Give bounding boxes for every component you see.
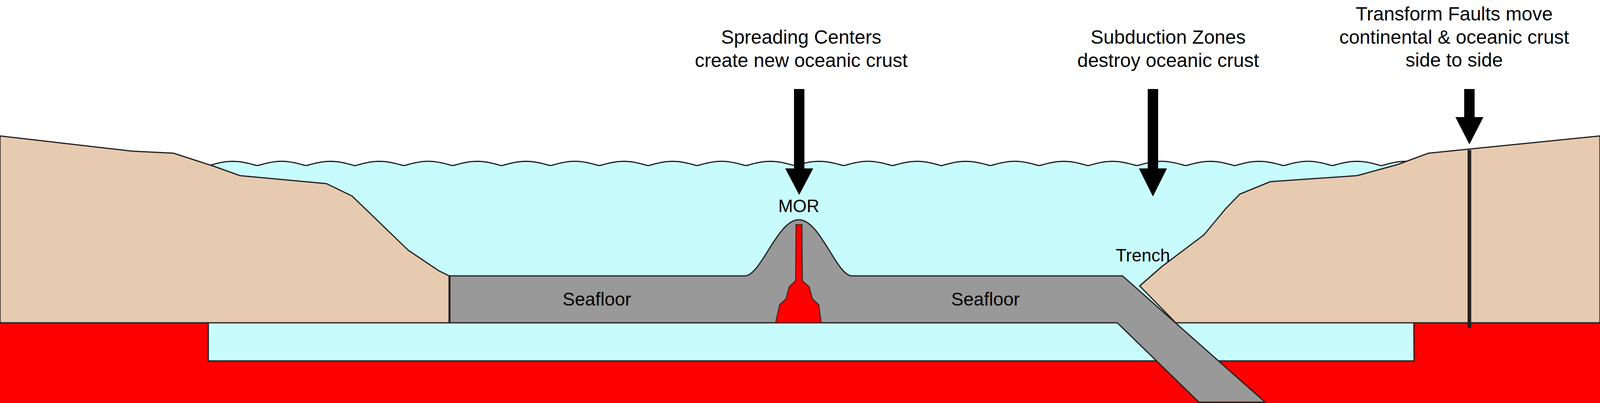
left-continent [0, 135, 450, 323]
transform-fault [1467, 149, 1472, 328]
callout-heading: Spreading Centers create new oceanic cru… [693, 25, 909, 72]
feature-label: Trench [1115, 244, 1170, 266]
magma-upwelling [775, 224, 822, 323]
pointer-arrow [785, 88, 814, 195]
right-continent [1139, 135, 1600, 323]
feature-label: MOR [778, 195, 820, 217]
slab-label: Seafloor [951, 288, 1020, 310]
oceanic-crust [449, 219, 1266, 402]
callout-heading: Transform Faults move continental & ocea… [1335, 2, 1574, 72]
pointer-arrows [785, 88, 1484, 197]
crust-slab: Seafloor [452, 277, 742, 321]
crust-slab: Seafloor [857, 277, 1114, 321]
slab-label: Seafloor [562, 288, 631, 310]
pointer-arrow [1455, 88, 1484, 145]
pointer-arrow [1138, 88, 1167, 197]
callout-heading: Subduction Zones destroy oceanic crust [1076, 25, 1261, 72]
